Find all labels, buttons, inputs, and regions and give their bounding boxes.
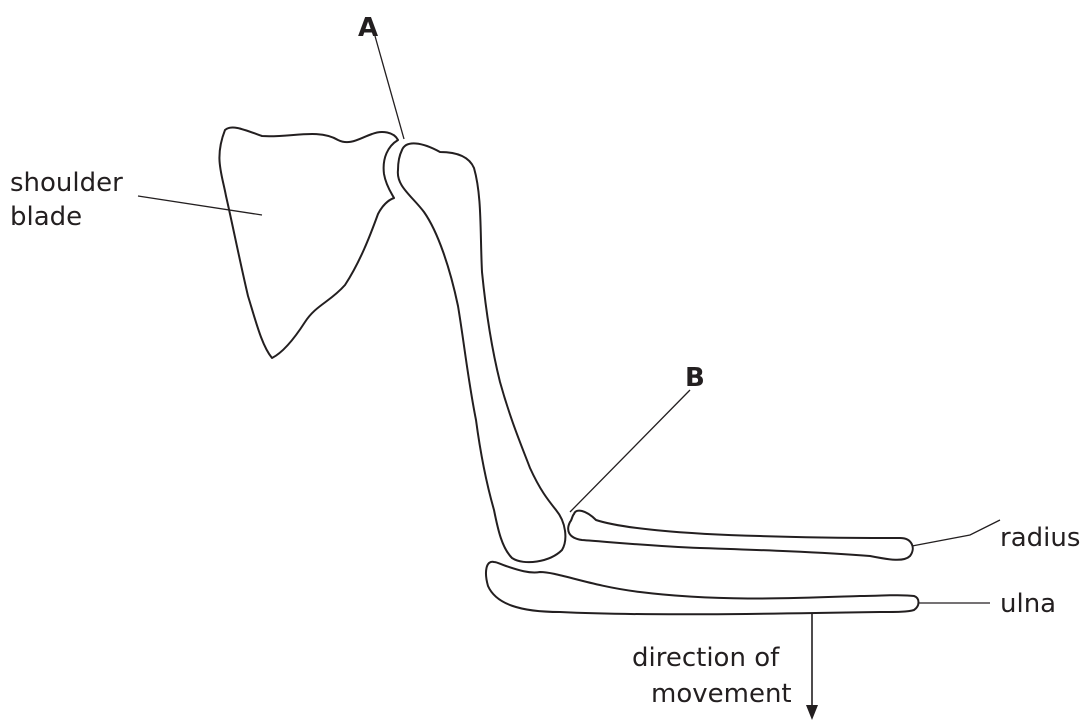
label-radius: radius xyxy=(1000,523,1080,553)
humerus-bone xyxy=(398,143,566,562)
leader-line-a xyxy=(375,36,404,139)
label-b: B xyxy=(685,363,705,393)
label-direction-line1: direction of xyxy=(632,643,780,673)
label-shoulder-blade-line1: shoulder xyxy=(10,168,123,198)
label-shoulder-blade-line2: blade xyxy=(10,202,82,232)
shoulder-blade-bone xyxy=(219,128,398,358)
label-direction-line2: movement xyxy=(651,679,792,709)
ulna-bone xyxy=(486,562,919,615)
leader-line-b xyxy=(570,390,690,512)
radius-bone xyxy=(568,511,913,560)
label-ulna: ulna xyxy=(1000,589,1056,619)
direction-arrow-icon xyxy=(806,705,818,720)
leader-line-radius xyxy=(912,520,1000,546)
label-a: A xyxy=(358,13,378,43)
